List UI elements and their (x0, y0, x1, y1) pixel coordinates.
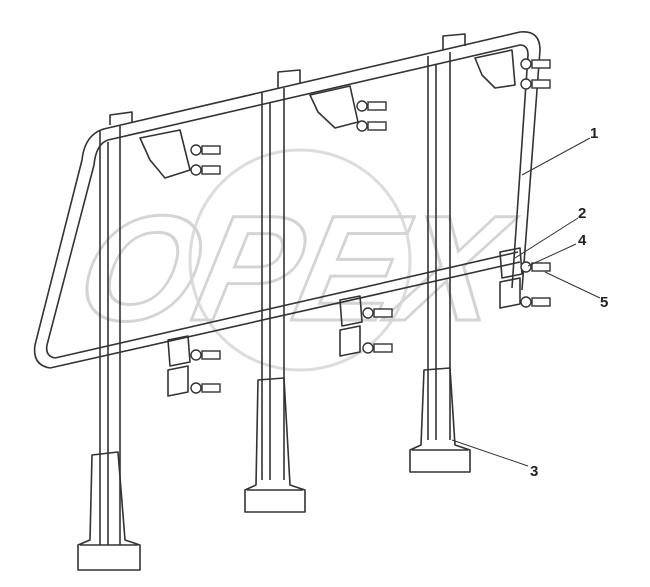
bracket-upper (474, 49, 516, 89)
bolt (362, 342, 393, 354)
bolt (520, 261, 551, 273)
callout-4: 4 (578, 232, 587, 249)
bolt (356, 120, 387, 132)
watermark-text: OPEX (65, 186, 525, 353)
foot-left (77, 451, 141, 571)
bracket-upper (309, 85, 359, 129)
bolt (362, 307, 393, 319)
bolts (190, 58, 551, 394)
bolt (520, 58, 551, 70)
bolt (520, 296, 551, 308)
lower-bar (49, 261, 521, 369)
top-rail (107, 31, 541, 291)
foot-middle (244, 377, 306, 513)
bracket-lower (499, 247, 523, 309)
tab (109, 111, 133, 125)
callout-5: 5 (600, 294, 608, 311)
bracket-upper (139, 129, 191, 179)
top-rail-inner (107, 44, 529, 289)
bracket-lower (167, 335, 191, 397)
left-rail (33, 127, 109, 369)
bolt (520, 78, 551, 90)
leader-3 (451, 439, 529, 467)
bolt (356, 100, 387, 112)
bolt (190, 164, 221, 176)
leader-5 (544, 271, 601, 299)
callout-3: 3 (530, 463, 538, 480)
bolt (190, 382, 221, 394)
frame-drawing (33, 31, 541, 571)
bracket-lower (339, 295, 363, 357)
leader-2 (514, 217, 579, 259)
bolt (190, 349, 221, 361)
leader-1 (521, 137, 591, 176)
tab (277, 69, 301, 88)
post-middle (261, 88, 285, 480)
foot-right (409, 367, 471, 473)
left-rail-inner (45, 139, 109, 359)
leader-4 (527, 243, 577, 267)
watermark: OPEX (64, 148, 527, 372)
lower-bar-inner (54, 251, 519, 359)
leader-lines (451, 137, 601, 467)
tab (442, 33, 466, 50)
callout-1: 1 (590, 125, 598, 142)
bolt (190, 144, 221, 156)
callout-2: 2 (578, 205, 586, 222)
